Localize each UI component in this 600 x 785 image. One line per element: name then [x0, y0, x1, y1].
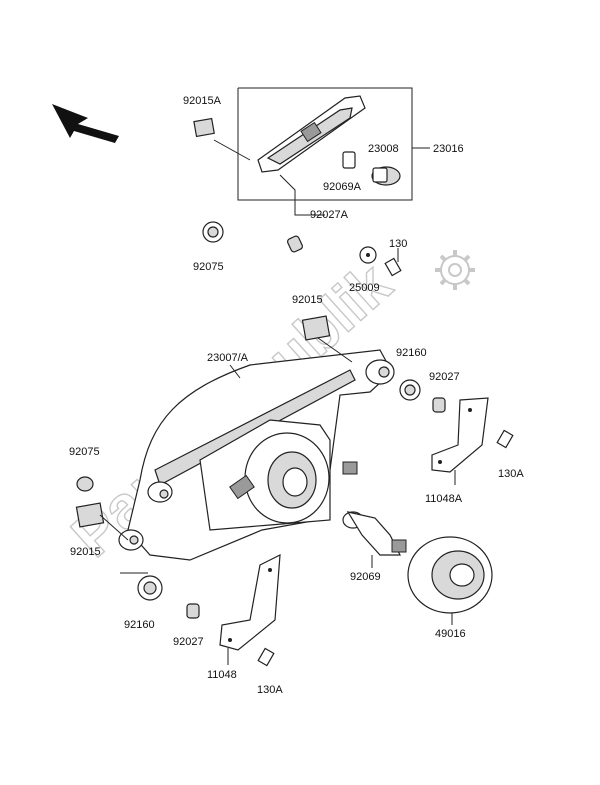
- part-label-23008: 23008: [368, 143, 399, 155]
- part-label-11048A: 11048A: [425, 493, 463, 505]
- front-direction-arrow: [52, 104, 119, 143]
- small-parts-bottom: [219, 511, 493, 667]
- part-label-92015-left: 92015: [70, 546, 101, 558]
- part-label-92015A: 92015A: [183, 95, 222, 107]
- gear-icon: [435, 250, 475, 290]
- position-light-assembly: [193, 87, 430, 201]
- part-label-23007A: 23007/A: [207, 352, 249, 364]
- small-parts-top: [202, 221, 402, 277]
- part-label-130: 130: [389, 238, 407, 250]
- part-label-92075-left: 92075: [69, 446, 100, 458]
- part-label-49016: 49016: [435, 628, 466, 640]
- part-label-92160-left: 92160: [124, 619, 155, 631]
- part-label-130A-right: 130A: [498, 468, 524, 480]
- part-label-92027-right: 92027: [429, 371, 460, 383]
- part-label-92160-right: 92160: [396, 347, 427, 359]
- part-label-11048: 11048: [207, 669, 237, 681]
- part-label-130A-bottom: 130A: [257, 684, 283, 696]
- part-label-92069A: 92069A: [323, 181, 362, 193]
- part-label-23016: 23016: [433, 143, 464, 155]
- part-label-92027A: 92027A: [310, 209, 349, 221]
- part-labels: 92015A 23016 23008 92069A 92027A 130 920…: [69, 95, 524, 696]
- part-label-92015-top: 92015: [292, 294, 323, 306]
- part-label-25009: 25009: [349, 282, 380, 294]
- part-label-92069: 92069: [350, 571, 381, 583]
- part-label-92075-top: 92075: [193, 261, 224, 273]
- small-parts-right: [301, 315, 514, 485]
- small-parts-left: [75, 476, 200, 619]
- part-label-92027-bottom: 92027: [173, 636, 204, 648]
- headlight-housing: [118, 349, 395, 561]
